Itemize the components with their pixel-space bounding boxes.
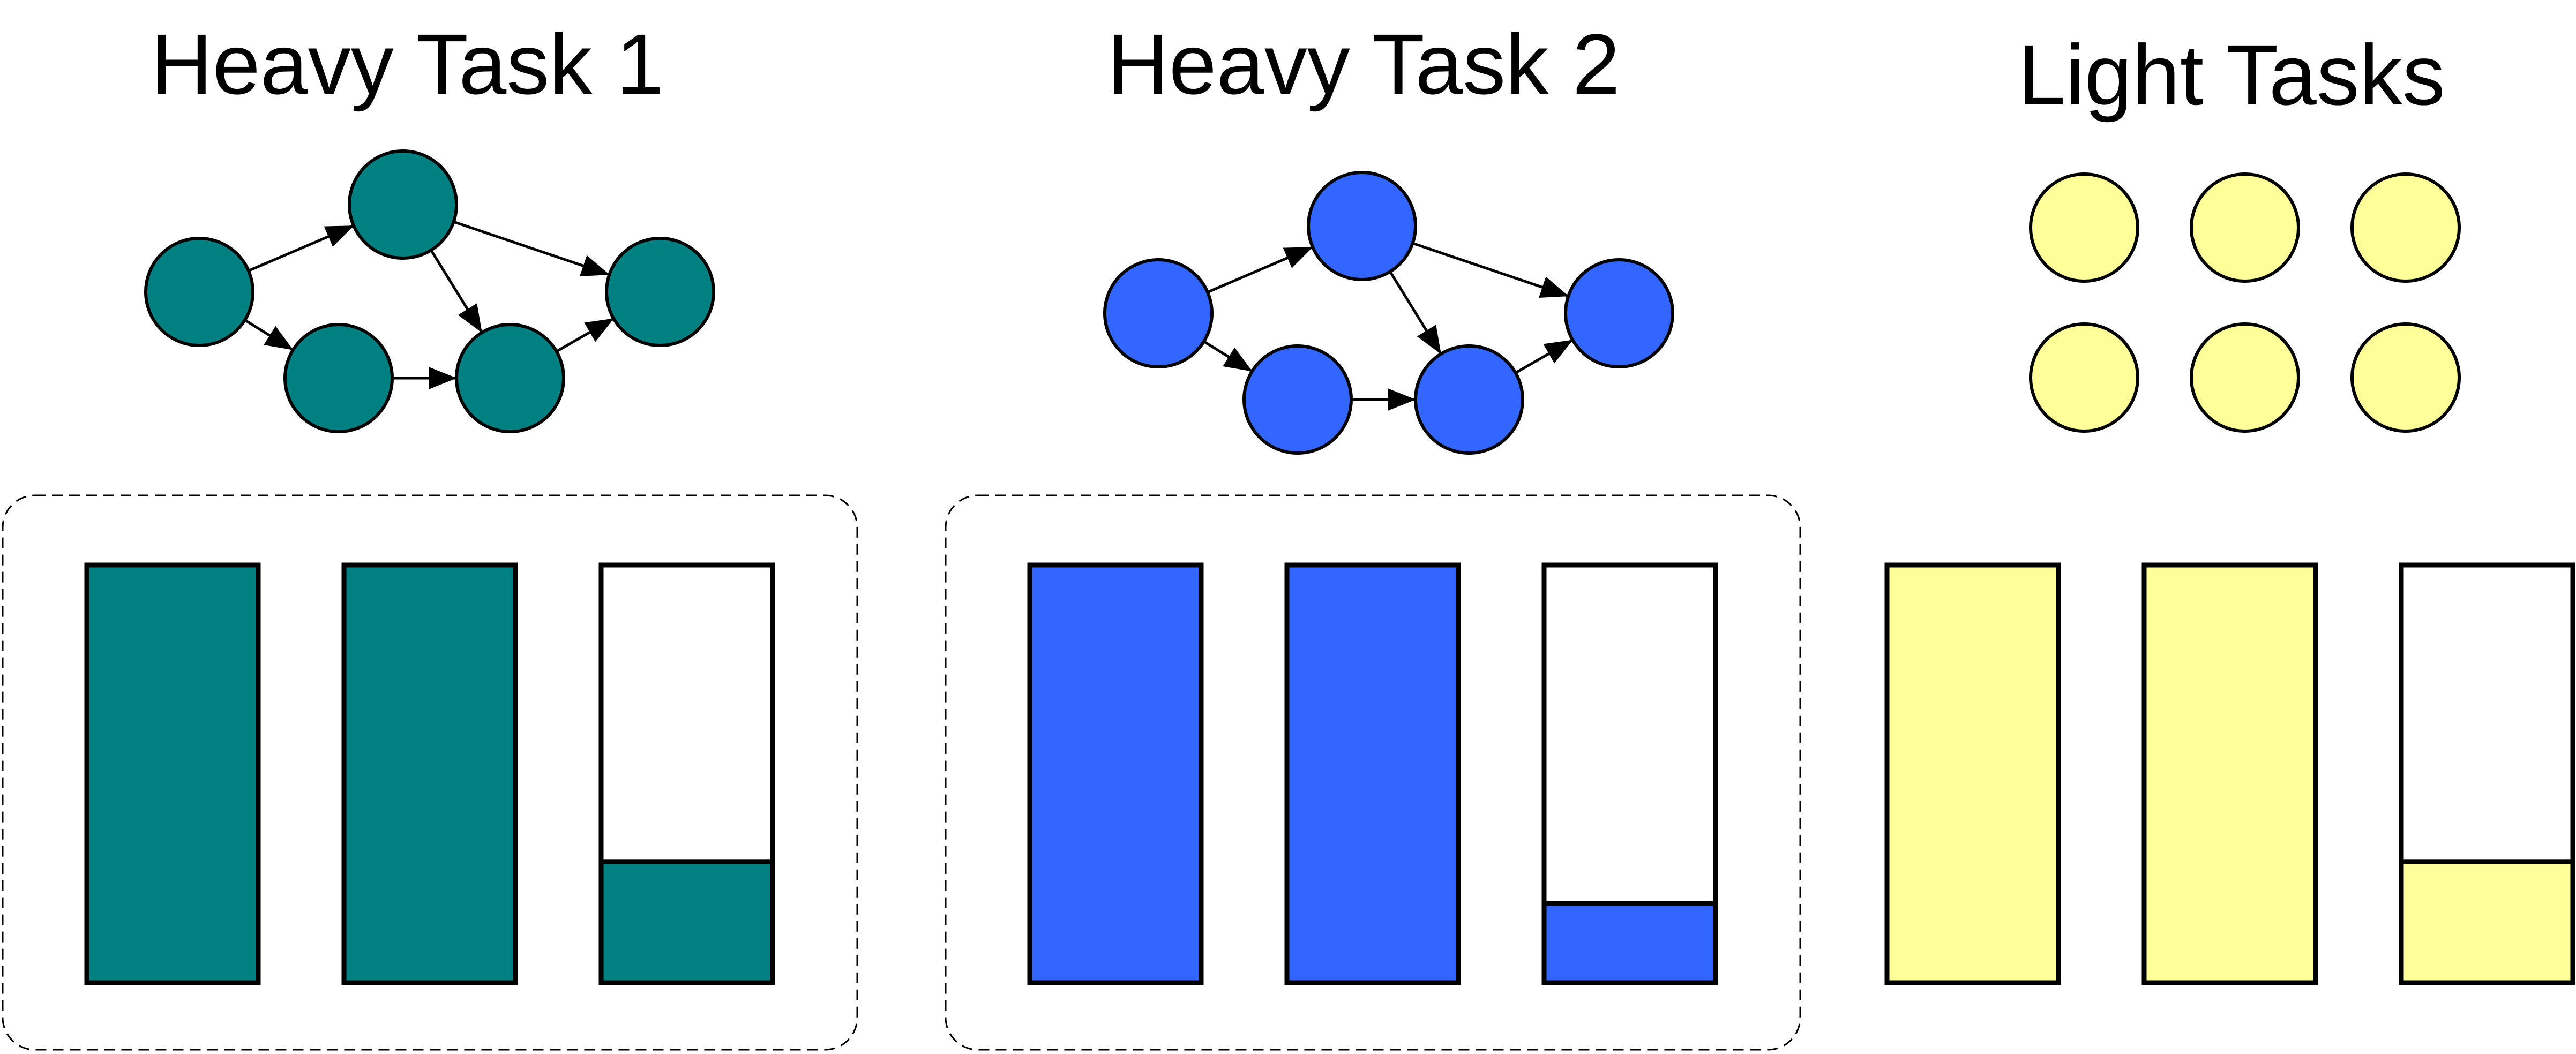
heavy-task-1-title: Heavy Task 1	[151, 16, 664, 112]
dependency-arrow	[244, 319, 294, 351]
dependency-arrow	[1389, 270, 1442, 355]
heavy-task-1-graph	[144, 149, 715, 433]
heavy-task-2-title: Heavy Task 2	[1107, 16, 1620, 112]
cpu-core-load	[1284, 562, 1461, 985]
light-tasks-cores	[1884, 562, 2575, 985]
task-node	[1414, 344, 1524, 455]
dependency-arrow	[556, 318, 614, 353]
cpu-core-load	[1027, 562, 1204, 985]
task-node	[455, 323, 565, 433]
cpu-core-load	[2141, 562, 2318, 985]
cpu-core-load	[1541, 901, 1718, 985]
cpu-core-load	[341, 562, 518, 985]
task-node	[1564, 258, 1674, 368]
task-node	[348, 149, 458, 260]
light-task-node	[2350, 322, 2461, 433]
light-task-node	[2190, 172, 2300, 283]
light-task-node	[2029, 172, 2139, 283]
dependency-arrow	[1515, 339, 1573, 374]
heavy-task-2-cores	[1027, 562, 1718, 985]
heavy-task-2-graph	[1103, 171, 1674, 455]
cpu-core-load	[598, 859, 775, 985]
light-task-node	[2350, 172, 2461, 283]
task-node	[283, 323, 394, 433]
task-node	[1307, 171, 1417, 281]
dependency-arrow	[1207, 246, 1313, 293]
task-node	[144, 237, 254, 347]
light-task-node	[2029, 322, 2139, 433]
dependency-arrow	[430, 249, 483, 333]
light-task-node	[2190, 322, 2300, 433]
dependency-arrow	[1203, 340, 1253, 372]
task-node	[1103, 258, 1214, 368]
task-node	[1242, 344, 1353, 455]
heavy-task-1-core-group	[2, 494, 858, 1051]
cpu-core-load	[1884, 562, 2061, 985]
light-tasks-title: Light Tasks	[2018, 27, 2445, 123]
dependency-arrow	[248, 224, 354, 272]
heavy-task-2-core-group	[945, 494, 1801, 1051]
heavy-task-1-cores	[84, 562, 775, 985]
cpu-core-load	[84, 562, 261, 985]
light-tasks-nodes	[2029, 172, 2461, 433]
task-node	[605, 237, 715, 347]
cpu-core-load	[2399, 859, 2575, 985]
dependency-arrow	[453, 220, 610, 277]
dependency-arrow	[1412, 242, 1569, 298]
